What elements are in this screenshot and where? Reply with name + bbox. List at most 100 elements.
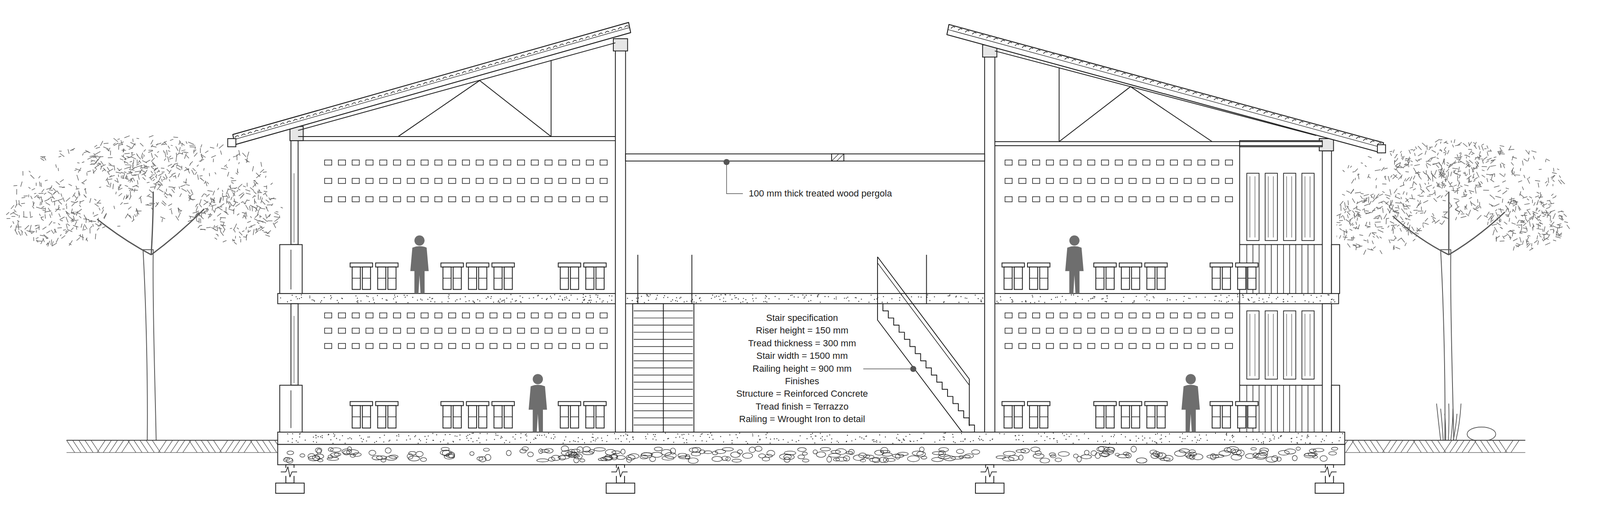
foliage-stroke bbox=[1356, 246, 1363, 248]
foliage-stroke bbox=[1370, 197, 1373, 198]
foliage-stroke bbox=[75, 186, 78, 190]
foliage-stroke bbox=[151, 144, 153, 148]
foliage-stroke bbox=[217, 207, 223, 211]
foliage-stroke bbox=[215, 207, 218, 209]
foliage-stroke bbox=[1518, 207, 1520, 211]
foliage-stroke bbox=[143, 149, 146, 152]
foliage-stroke bbox=[1531, 247, 1533, 250]
foliage-stroke bbox=[215, 172, 217, 175]
foliage-stroke bbox=[1512, 231, 1513, 237]
foliage-stroke bbox=[1418, 158, 1422, 160]
foliage-stroke bbox=[1557, 227, 1563, 229]
foliage-stroke bbox=[35, 237, 39, 239]
foliage-stroke bbox=[214, 208, 216, 213]
foliage-stroke bbox=[60, 153, 65, 157]
foliage-stroke bbox=[1413, 149, 1415, 152]
foliage-stroke bbox=[1427, 177, 1430, 182]
foliage-stroke bbox=[35, 227, 40, 230]
hatch-line bbox=[103, 440, 112, 453]
foliage-stroke bbox=[1552, 213, 1556, 219]
foliage-stroke bbox=[1426, 187, 1430, 193]
foliage-stroke bbox=[1412, 181, 1414, 187]
foliage-stroke bbox=[52, 188, 56, 192]
foliage-stroke bbox=[44, 199, 50, 202]
hatch-line bbox=[170, 440, 179, 453]
foliage-stroke bbox=[127, 214, 132, 219]
foliage-stroke bbox=[1386, 217, 1390, 219]
foliage-stroke bbox=[92, 212, 94, 215]
foliage-stroke bbox=[30, 175, 35, 179]
foliage-stroke bbox=[1436, 165, 1440, 168]
foliage-stroke bbox=[28, 231, 35, 233]
hatch-line bbox=[231, 440, 240, 453]
foliage-stroke bbox=[1360, 162, 1363, 164]
foliage-stroke bbox=[1523, 159, 1528, 162]
foliage-stroke bbox=[1552, 172, 1557, 174]
foliage-stroke bbox=[1368, 197, 1370, 203]
foliage-stroke bbox=[1445, 169, 1449, 173]
foliage-stroke bbox=[133, 159, 135, 164]
foliage-stroke bbox=[265, 235, 270, 237]
foliage-stroke bbox=[218, 144, 224, 149]
foliage-stroke bbox=[1509, 236, 1511, 239]
foliage-stroke bbox=[235, 153, 240, 157]
foliage-stroke bbox=[1545, 210, 1548, 214]
foliage-stroke bbox=[141, 170, 146, 173]
foliage-stroke bbox=[1442, 216, 1447, 219]
foliage-stroke bbox=[274, 218, 280, 222]
foliage-stroke bbox=[1385, 201, 1389, 205]
foliage-stroke bbox=[86, 238, 88, 242]
foliage-stroke bbox=[1431, 150, 1436, 153]
foliage-stroke bbox=[239, 232, 243, 236]
foliage-stroke bbox=[1548, 177, 1549, 183]
foliage-stroke bbox=[57, 200, 63, 205]
foliage-stroke bbox=[1450, 140, 1452, 143]
foliage-stroke bbox=[1432, 187, 1435, 189]
foliage-stroke bbox=[230, 187, 236, 189]
foliage-stroke bbox=[105, 177, 108, 181]
foliage-stroke bbox=[122, 148, 124, 153]
foliage-stroke bbox=[1527, 210, 1531, 215]
foliage-stroke bbox=[1416, 230, 1422, 231]
foliage-stroke bbox=[129, 195, 132, 200]
foliage-stroke bbox=[233, 202, 236, 207]
foliage-stroke bbox=[35, 225, 38, 227]
foliage-stroke bbox=[1367, 174, 1369, 179]
foliage-stroke bbox=[151, 207, 153, 210]
foliage-stroke bbox=[185, 184, 190, 186]
foliage-stroke bbox=[1392, 228, 1394, 234]
foliage-stroke bbox=[1363, 198, 1365, 202]
foliage-stroke bbox=[271, 203, 273, 206]
foliage-stroke bbox=[1390, 153, 1392, 157]
foliage-stroke bbox=[54, 229, 57, 233]
foliage-stroke bbox=[97, 217, 99, 223]
foliage-stroke bbox=[1547, 215, 1550, 217]
foliage-stroke bbox=[184, 152, 189, 153]
foliage-stroke bbox=[1467, 181, 1473, 183]
foliage-stroke bbox=[1415, 172, 1421, 174]
foliage-stroke bbox=[261, 230, 264, 232]
foliage-stroke bbox=[1519, 194, 1524, 198]
foliage-stroke bbox=[136, 137, 140, 139]
foliage-stroke bbox=[1524, 203, 1530, 205]
foliage-stroke bbox=[145, 160, 150, 163]
foliage-stroke bbox=[52, 200, 58, 203]
foliage-stroke bbox=[1405, 177, 1410, 182]
hatch-line bbox=[127, 440, 137, 453]
foliage-stroke bbox=[245, 159, 250, 163]
foliage-stroke bbox=[190, 216, 191, 219]
foliage-stroke bbox=[1365, 210, 1369, 212]
foliage-stroke bbox=[164, 152, 166, 158]
foliage-stroke bbox=[80, 223, 82, 228]
foliage-stroke bbox=[1460, 185, 1463, 187]
foliage-stroke bbox=[143, 173, 146, 177]
foliage-stroke bbox=[192, 168, 196, 172]
foliage-stroke bbox=[1510, 230, 1513, 232]
foliage-stroke bbox=[1431, 173, 1435, 178]
foliage-stroke bbox=[1518, 180, 1523, 183]
foliage-stroke bbox=[1395, 197, 1401, 200]
foliage-stroke bbox=[1559, 215, 1563, 218]
foliage-stroke bbox=[1515, 206, 1516, 212]
foliage-stroke bbox=[6, 218, 11, 220]
foliage-stroke bbox=[90, 160, 96, 162]
